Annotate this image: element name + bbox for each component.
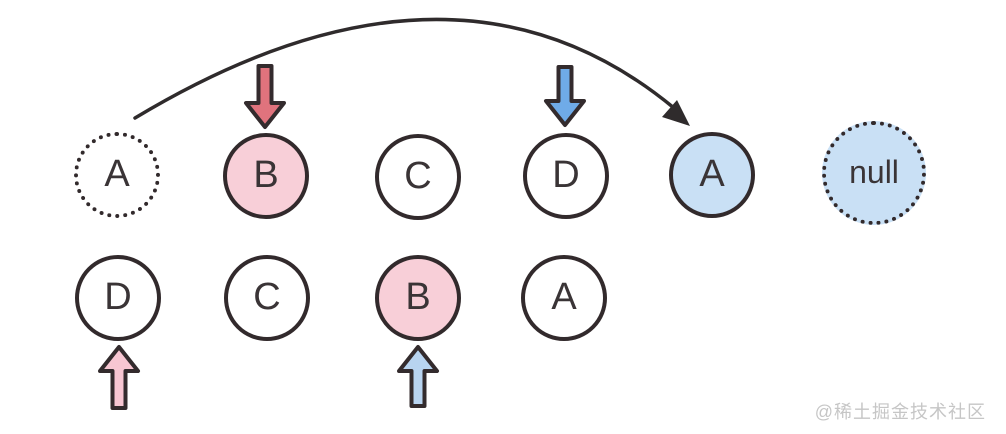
pink-up-arrow-icon xyxy=(98,345,140,410)
node-top-b: B xyxy=(223,133,309,219)
node-label: A xyxy=(104,153,130,195)
node-bottom-c: C xyxy=(224,255,310,341)
node-top-a-blue: A xyxy=(669,132,755,218)
node-label: A xyxy=(699,153,725,195)
node-label: D xyxy=(104,276,132,318)
node-top-c: C xyxy=(375,134,461,220)
curved-arrow-line xyxy=(133,17,676,120)
node-label: null xyxy=(849,154,899,190)
node-label: B xyxy=(253,154,279,196)
blue-down-arrow-icon xyxy=(544,65,586,127)
node-top-a-dotted: A xyxy=(74,132,160,218)
node-label: B xyxy=(405,276,431,318)
node-label: D xyxy=(552,154,580,196)
node-bottom-a: A xyxy=(521,255,607,341)
node-bottom-d: D xyxy=(75,255,161,341)
node-label: A xyxy=(551,276,577,318)
watermark: @稀土掘金技术社区 xyxy=(814,402,986,422)
node-label: C xyxy=(404,155,432,197)
light-blue-up-arrow-icon xyxy=(397,345,439,408)
red-down-arrow-icon xyxy=(244,64,286,129)
curved-swap-arrow xyxy=(133,17,690,126)
curved-arrow-head-icon xyxy=(662,100,690,126)
node-bottom-b: B xyxy=(375,255,461,341)
node-top-null: null xyxy=(822,121,926,225)
node-label: C xyxy=(253,276,281,318)
node-top-d: D xyxy=(523,133,609,219)
